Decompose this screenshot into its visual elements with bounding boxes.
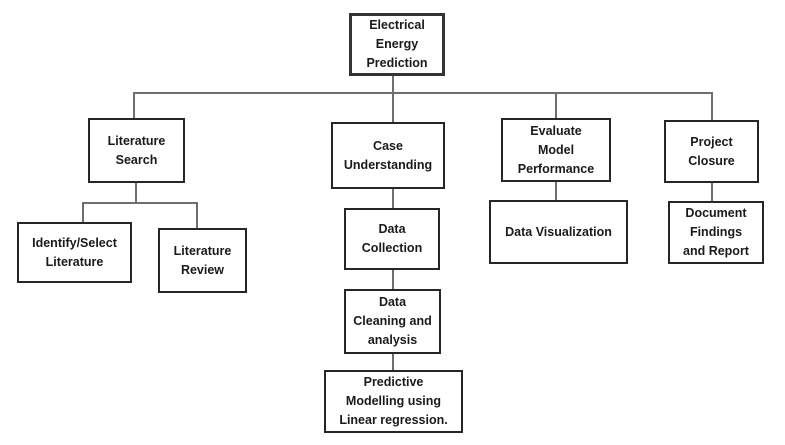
- node-predictive-modelling: Predictive Modelling using Linear regres…: [324, 370, 463, 433]
- connector-rail-to-literature-review: [196, 202, 198, 229]
- connector-rail-to-identify-select: [82, 202, 84, 223]
- connector-cleaning-to-predictive: [392, 353, 394, 371]
- connector-root-to-rail: [392, 76, 394, 93]
- connector-rail-to-case-understanding: [392, 92, 394, 123]
- node-electrical-energy-prediction: Electrical Energy Prediction: [349, 13, 445, 76]
- node-label-project-closure: Project Closure: [688, 134, 735, 168]
- node-data-cleaning-analysis: Data Cleaning and analysis: [344, 289, 441, 354]
- connector-closure-to-document: [711, 182, 713, 202]
- node-label-evaluate-model-performance: Evaluate Model Performance: [517, 123, 595, 176]
- node-label-electrical-energy-prediction: Electrical Energy Prediction: [366, 18, 428, 70]
- node-identify-select-literature: Identify/Select Literature: [17, 222, 132, 283]
- connector-collection-to-cleaning: [392, 269, 394, 290]
- node-label-document-findings-report: Document Findings and Report: [683, 206, 749, 258]
- connector-rail-to-evaluate-model: [555, 92, 557, 119]
- connector-rail-to-project-closure: [711, 92, 713, 121]
- node-data-collection: Data Collection: [344, 208, 440, 270]
- connector-top-rail: [133, 92, 713, 94]
- node-label-data-cleaning-analysis: Data Cleaning and analysis: [353, 295, 432, 347]
- node-label-literature-search: Literature Search: [107, 133, 166, 167]
- node-label-data-collection: Data Collection: [361, 222, 423, 255]
- connector-case-to-data-collection: [392, 188, 394, 209]
- node-evaluate-model-performance: Evaluate Model Performance: [501, 118, 611, 182]
- node-document-findings-report: Document Findings and Report: [668, 201, 764, 264]
- connector-literature-rail: [82, 202, 198, 204]
- node-label-identify-select-literature: Identify/Select Literature: [32, 235, 117, 269]
- connector-rail-to-literature-search: [133, 92, 135, 119]
- node-case-understanding: Case Understanding: [331, 122, 445, 189]
- node-label-case-understanding: Case Understanding: [343, 138, 433, 172]
- connector-evaluate-to-visualization: [555, 181, 557, 201]
- node-label-literature-review: Literature Review: [173, 243, 232, 277]
- node-data-visualization: Data Visualization: [489, 200, 628, 264]
- node-literature-search: Literature Search: [88, 118, 185, 183]
- node-label-data-visualization: Data Visualization: [505, 224, 612, 239]
- node-literature-review: Literature Review: [158, 228, 247, 293]
- node-label-predictive-modelling: Predictive Modelling using Linear regres…: [339, 375, 448, 427]
- connector-literature-search-to-rail: [135, 182, 137, 203]
- node-project-closure: Project Closure: [664, 120, 759, 183]
